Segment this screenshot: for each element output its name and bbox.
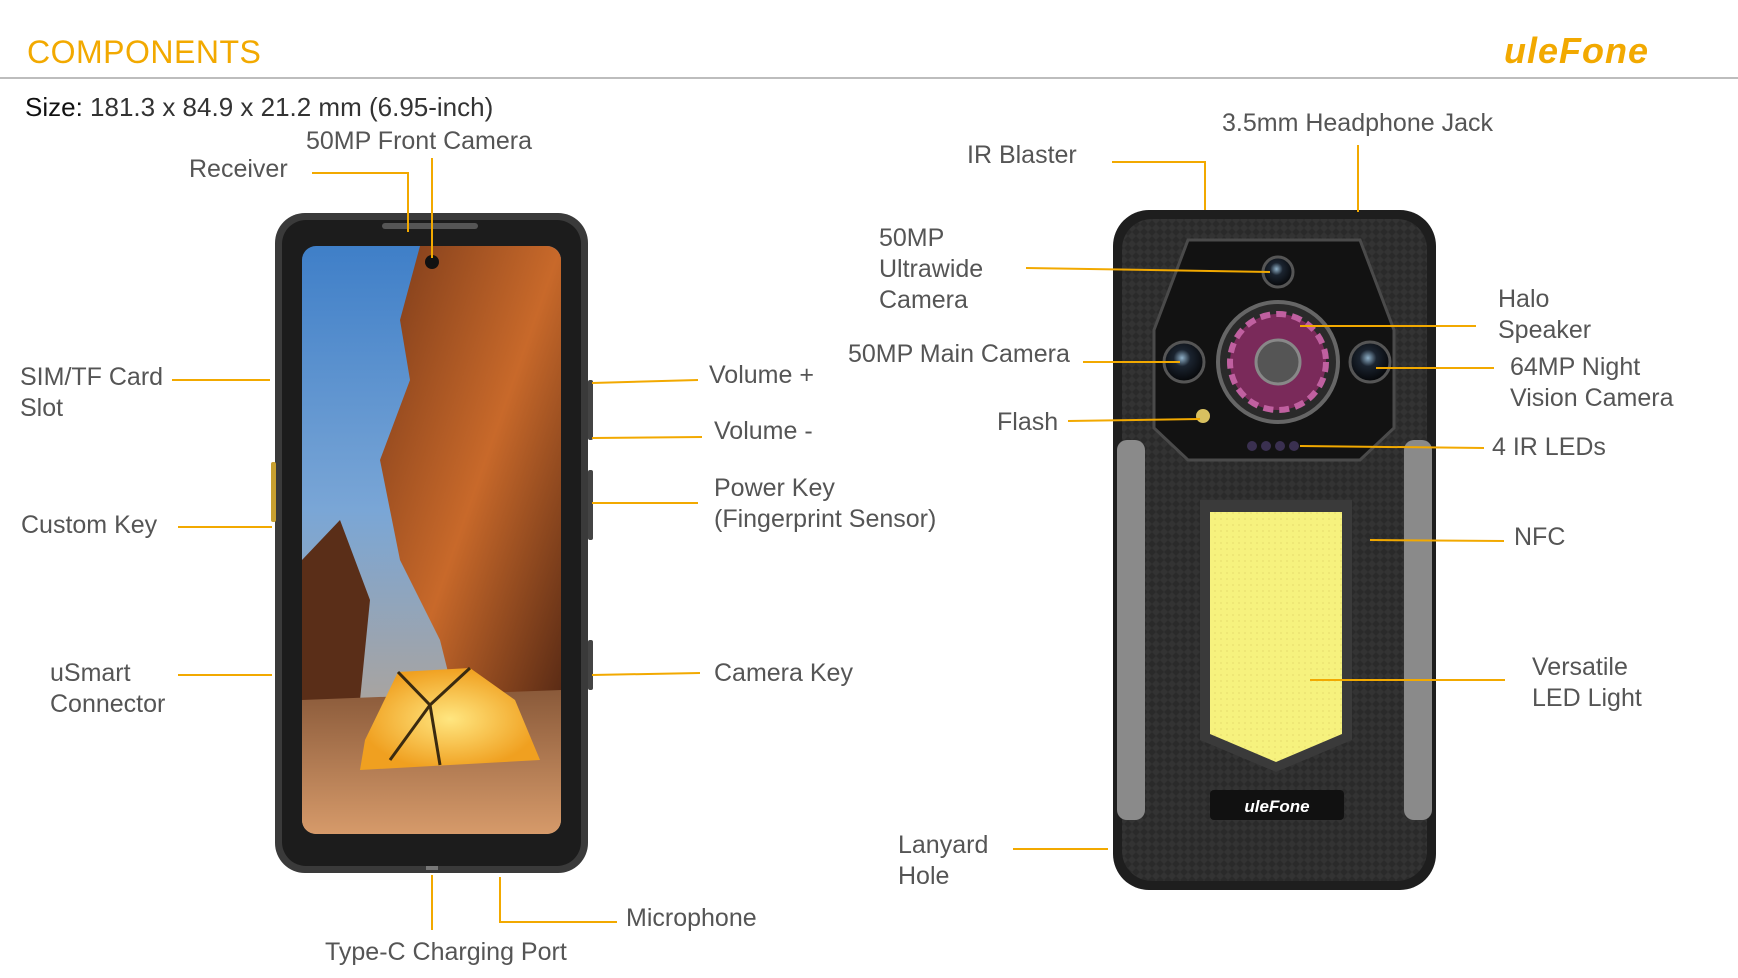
- ultrawide-leader: [1025, 267, 1271, 273]
- ir-blaster-leader: [1112, 161, 1206, 210]
- led-light-label-line2: LED Light: [1532, 684, 1642, 712]
- header-divider: [0, 77, 1738, 79]
- microphone-leader: [499, 877, 617, 923]
- nfc-leader: [1369, 539, 1505, 542]
- power-key-label-line1: Power Key: [714, 474, 835, 502]
- halo-speaker-label-line2: Speaker: [1498, 316, 1592, 344]
- ir-leds-label: 4 IR LEDs: [1492, 433, 1606, 461]
- camera-button: [588, 640, 593, 690]
- nfc-label: NFC: [1514, 523, 1566, 551]
- flash-label: Flash: [997, 408, 1059, 436]
- camera-key-label: Camera Key: [714, 659, 853, 687]
- receiver-label: Receiver: [189, 155, 288, 183]
- usmart-label: uSmart Connector: [50, 658, 165, 720]
- power-button: [588, 470, 593, 540]
- volume-up-label: Volume +: [709, 361, 814, 389]
- front-phone: [271, 213, 593, 873]
- night-camera-label-line1: 64MP Night: [1510, 353, 1641, 381]
- usmart-label-line2: Connector: [50, 690, 166, 718]
- size-spec: Size: 181.3 x 84.9 x 21.2 mm (6.95-inch): [25, 92, 493, 123]
- night-camera-label: 64MP Night Vision Camera: [1510, 352, 1674, 414]
- volume-down-label: Volume -: [714, 417, 813, 445]
- back-logo-text: uleFone: [1244, 797, 1309, 816]
- flash-leader: [1067, 418, 1201, 422]
- ultrawide-label: 50MP Ultrawide Camera: [879, 223, 983, 316]
- halo-speaker: [1216, 300, 1340, 424]
- sim-slot-label-line1: SIM/TF Card: [20, 363, 164, 391]
- receiver-grille: [382, 223, 478, 229]
- volume-down-leader: [591, 436, 703, 439]
- camera-key-leader: [591, 672, 701, 676]
- page-title: COMPONENTS: [27, 34, 262, 70]
- front-camera-lens: [425, 255, 439, 269]
- back-logo-plate: [1210, 790, 1344, 820]
- size-label: Size:: [25, 92, 83, 122]
- power-key-label: Power Key (Fingerprint Sensor): [714, 473, 936, 535]
- front-camera-label: 50MP Front Camera: [306, 127, 533, 155]
- lanyard-label-line1: Lanyard: [898, 831, 989, 859]
- halo-speaker-label: Halo Speaker: [1498, 284, 1591, 346]
- brand-logo-text: uleFone: [1504, 30, 1649, 70]
- ultrawide-label-line2: Ultrawide: [879, 255, 984, 283]
- sim-slot-label: SIM/TF Card Slot: [20, 362, 163, 424]
- typec-port: [426, 866, 438, 870]
- volume-up-leader: [591, 379, 699, 384]
- headphone-jack-label: 3.5mm Headphone Jack: [1222, 109, 1493, 137]
- ir-leds-leader: [1299, 445, 1485, 449]
- custom-key-button: [271, 462, 276, 522]
- flash-led: [1196, 409, 1210, 423]
- led-light-label: Versatile LED Light: [1532, 652, 1642, 714]
- power-key-label-line2: (Fingerprint Sensor): [714, 505, 937, 533]
- volume-button: [588, 380, 593, 440]
- leader-lines: [172, 145, 1505, 930]
- typec-label: Type-C Charging Port: [325, 938, 567, 966]
- night-camera-label-line2: Vision Camera: [1510, 384, 1674, 412]
- ir-leds: [1247, 441, 1299, 451]
- ultrawide-label-line3: Camera: [879, 286, 968, 314]
- back-phone: uleFone: [1113, 210, 1436, 890]
- ir-blaster-label: IR Blaster: [967, 141, 1077, 169]
- halo-speaker-label-line1: Halo: [1498, 285, 1550, 313]
- receiver-leader: [312, 172, 409, 232]
- sim-slot-label-line2: Slot: [20, 394, 64, 422]
- left-side-armor: [1117, 440, 1145, 820]
- led-light-label-line1: Versatile: [1532, 653, 1628, 681]
- main-camera-label: 50MP Main Camera: [848, 340, 1070, 368]
- led-light-panel: [1210, 512, 1342, 762]
- lanyard-label-line2: Hole: [898, 862, 950, 890]
- brand-logo: uleFone: [1504, 30, 1649, 70]
- usmart-label-line1: uSmart: [50, 659, 131, 687]
- lanyard-label: Lanyard Hole: [898, 830, 988, 892]
- night-vision-camera-lens: [1348, 340, 1392, 384]
- custom-key-label: Custom Key: [21, 511, 158, 539]
- right-side-armor: [1404, 440, 1432, 820]
- size-value: 181.3 x 84.9 x 21.2 mm (6.95-inch): [90, 92, 494, 122]
- front-screen: [302, 246, 561, 834]
- ultrawide-label-line1: 50MP: [879, 224, 945, 252]
- microphone-label: Microphone: [626, 904, 757, 932]
